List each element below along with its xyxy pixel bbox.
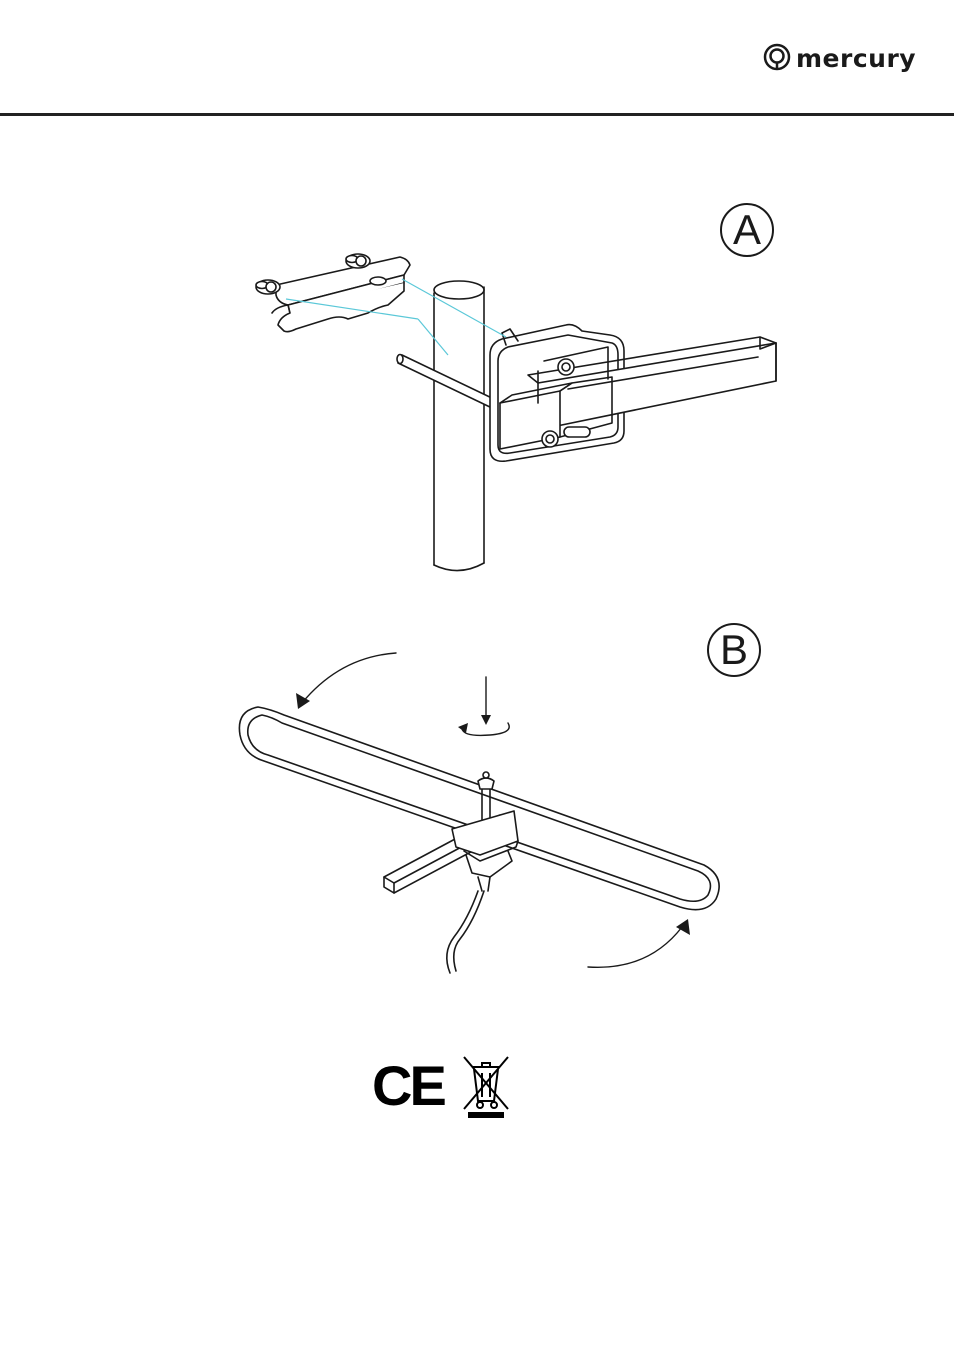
ce-mark: CE [372, 1058, 444, 1114]
figure-b-illustration [228, 615, 788, 995]
figure-b-label: B [707, 623, 761, 677]
crossed-bin-icon [458, 1053, 514, 1119]
figure-a-illustration [228, 195, 788, 585]
header-divider [0, 113, 954, 116]
mercury-logo-icon [762, 43, 792, 73]
brand-logo: mercury [762, 40, 916, 76]
brand-name: mercury [796, 44, 916, 73]
figure-a-label: A [720, 203, 774, 257]
compliance-marks: CE [372, 1053, 514, 1119]
page-header: mercury [0, 0, 954, 118]
